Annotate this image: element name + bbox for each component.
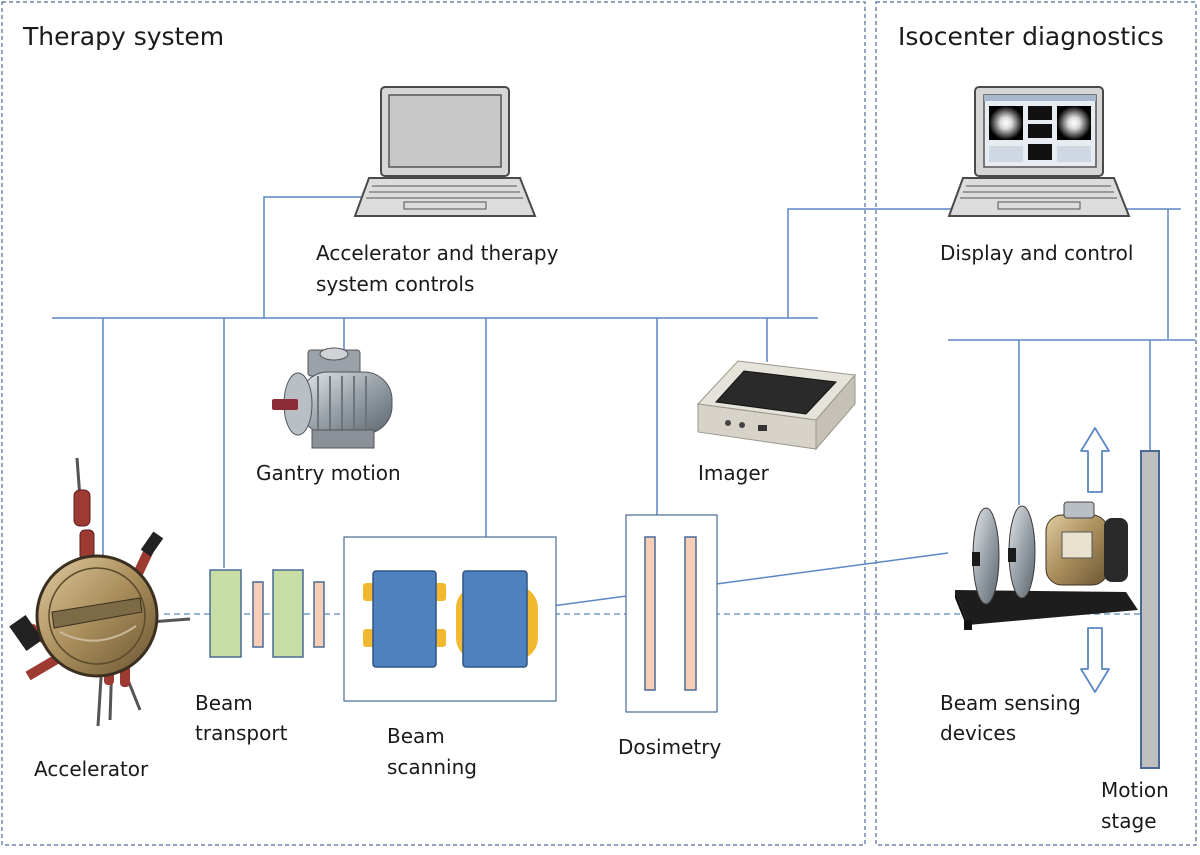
controls-label-line1: Accelerator and therapy bbox=[316, 241, 559, 265]
gantry-motor bbox=[272, 347, 393, 449]
isocenter-network bbox=[536, 339, 1195, 609]
motion-up-arrow bbox=[1080, 427, 1110, 493]
transport-foil-2 bbox=[313, 581, 325, 648]
controls-label-line2: system controls bbox=[316, 272, 475, 296]
transport-magnet-2 bbox=[272, 569, 304, 658]
imager-device bbox=[696, 360, 856, 451]
dosimetry-foil-1 bbox=[644, 536, 656, 691]
transport-foil-1 bbox=[252, 581, 264, 648]
beam-scanning-label-line1: Beam bbox=[387, 724, 445, 748]
therapy-panel-border bbox=[1, 1, 866, 846]
beam-sensing-devices bbox=[955, 501, 1138, 630]
controls-laptop bbox=[353, 86, 537, 217]
display-control-label: Display and control bbox=[940, 241, 1134, 265]
beam-transport-label-line2: transport bbox=[195, 721, 288, 745]
therapy-system-title: Therapy system bbox=[23, 22, 225, 51]
motion-down-arrow bbox=[1080, 627, 1110, 693]
isocenter-diagnostics-title: Isocenter diagnostics bbox=[898, 22, 1164, 51]
beam-scanning-label-line2: scanning bbox=[387, 755, 477, 779]
dosimetry-foil-2 bbox=[684, 536, 697, 691]
transport-magnet-1 bbox=[209, 569, 242, 658]
motion-stage-label-line2: stage bbox=[1101, 809, 1157, 833]
beam-scanning-elements bbox=[343, 536, 557, 702]
beam-transport-label-line1: Beam bbox=[195, 691, 253, 715]
dosimetry-label: Dosimetry bbox=[618, 735, 722, 759]
beam-sensing-label-line1: Beam sensing bbox=[940, 691, 1081, 715]
dosimetry-elements bbox=[625, 514, 718, 713]
motion-stage-label-line1: Motion bbox=[1101, 778, 1169, 802]
isocenter-panel-border bbox=[875, 1, 1197, 846]
beam-sensing-label-line2: devices bbox=[940, 721, 1017, 745]
accelerator-device bbox=[9, 457, 191, 727]
scanning-magnet-1 bbox=[372, 570, 437, 668]
scanning-magnet-2 bbox=[462, 570, 528, 668]
dosimetry-box bbox=[625, 514, 718, 713]
accelerator-label: Accelerator bbox=[34, 757, 149, 781]
display-laptop bbox=[947, 86, 1131, 217]
gantry-motion-label: Gantry motion bbox=[256, 461, 401, 485]
motion-stage-bar bbox=[1140, 450, 1160, 769]
imager-label: Imager bbox=[698, 461, 769, 485]
beam-transport-elements bbox=[209, 569, 325, 658]
